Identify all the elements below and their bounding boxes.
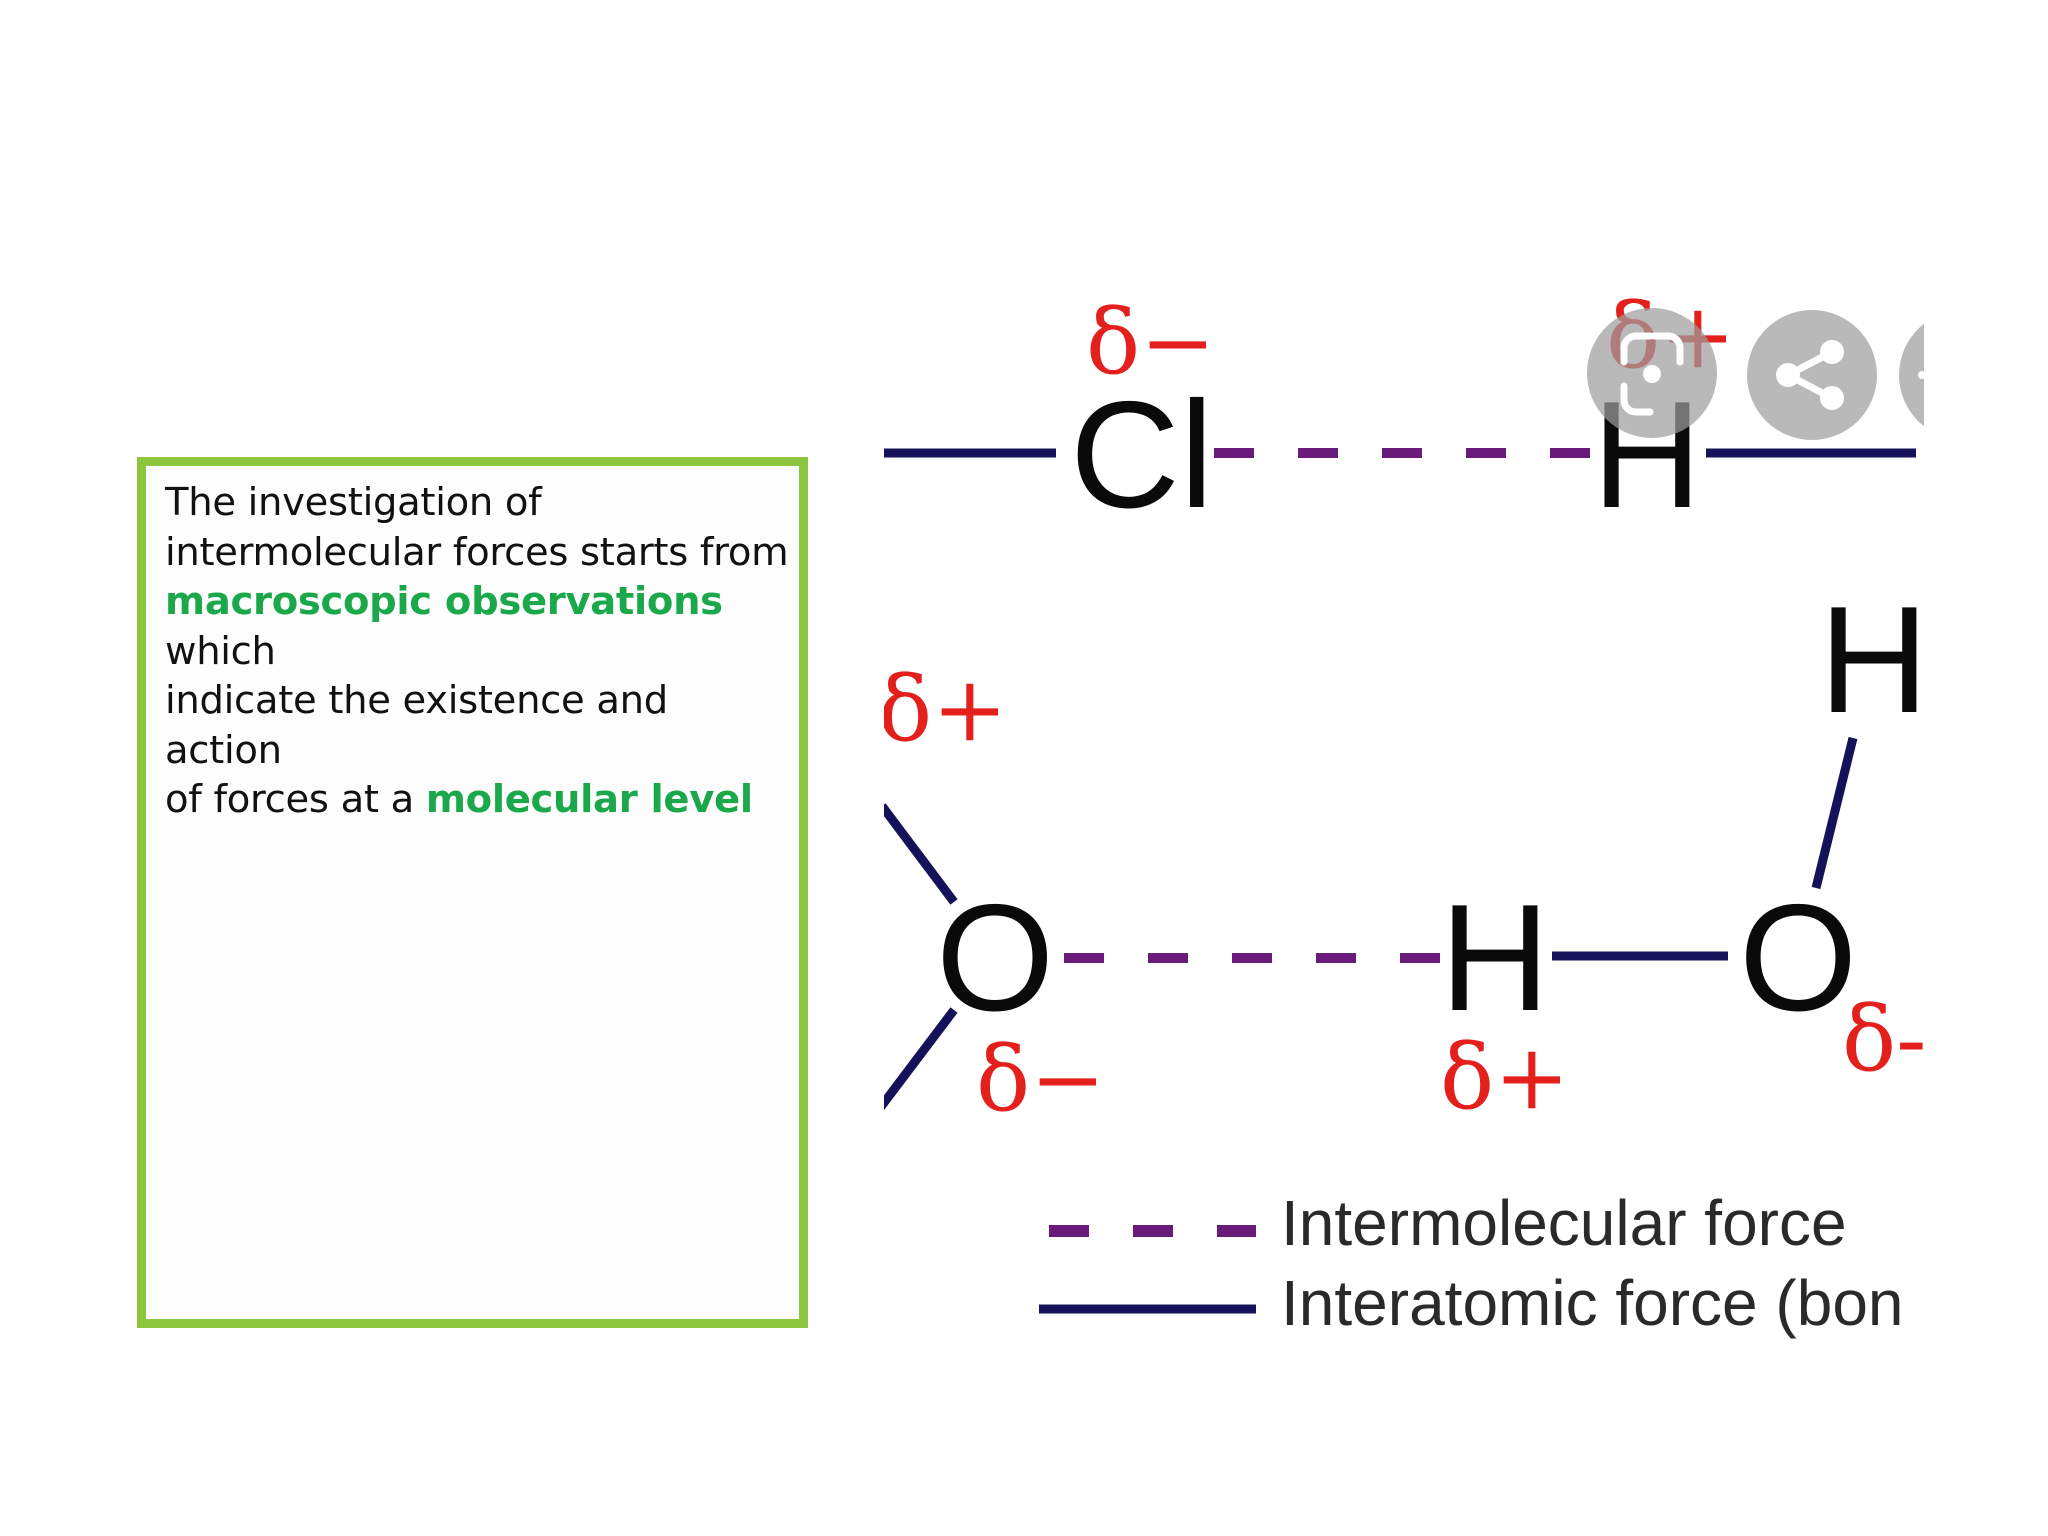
lens-search-icon [1620, 332, 1684, 416]
highlight-molecular: molecular level [425, 777, 753, 822]
bond-o-h-top-right [1811, 736, 1858, 890]
highlight-macroscopic: macroscopic observations [165, 579, 723, 624]
charge-o-right: δ- [1842, 987, 1924, 1092]
intro-line-3-rest: which [165, 628, 276, 674]
charge-cl: δ− [1086, 290, 1216, 395]
hydrogen-bond-diagram: Cl H δ− δ+ O H O H δ+ δ− δ+ δ- Intermole… [884, 240, 1924, 1420]
intro-line-1: The investigation of [165, 480, 542, 525]
charge-h-middle: δ+ [1440, 1025, 1570, 1130]
intro-line-4: indicate the existence and action [165, 678, 668, 773]
legend-interatomic-label: Interatomic force (bon [1281, 1267, 1904, 1339]
charge-o-left-bottom: δ− [976, 1027, 1106, 1132]
atom-o-right: O [1739, 873, 1857, 1043]
intro-line-5-start: of forces at a [165, 777, 426, 822]
share-icon [1776, 340, 1844, 410]
legend-intermolecular-label: Intermolecular force [1281, 1187, 1847, 1259]
lens-search-button[interactable] [1587, 308, 1717, 438]
atom-h-middle: H [1440, 873, 1550, 1043]
more-icon [1918, 371, 1924, 379]
atom-o-left: O [936, 873, 1054, 1043]
atom-h-top-right: H [1819, 575, 1924, 745]
intro-line-2: intermolecular forces starts from [165, 529, 789, 575]
share-button[interactable] [1747, 310, 1877, 440]
bond-o-left-lower [884, 1007, 958, 1111]
more-button[interactable] [1899, 310, 1924, 440]
atom-cl: Cl [1070, 370, 1214, 540]
bond-o-left-upper [884, 803, 958, 905]
charge-o-left-top: δ+ [884, 657, 1008, 762]
